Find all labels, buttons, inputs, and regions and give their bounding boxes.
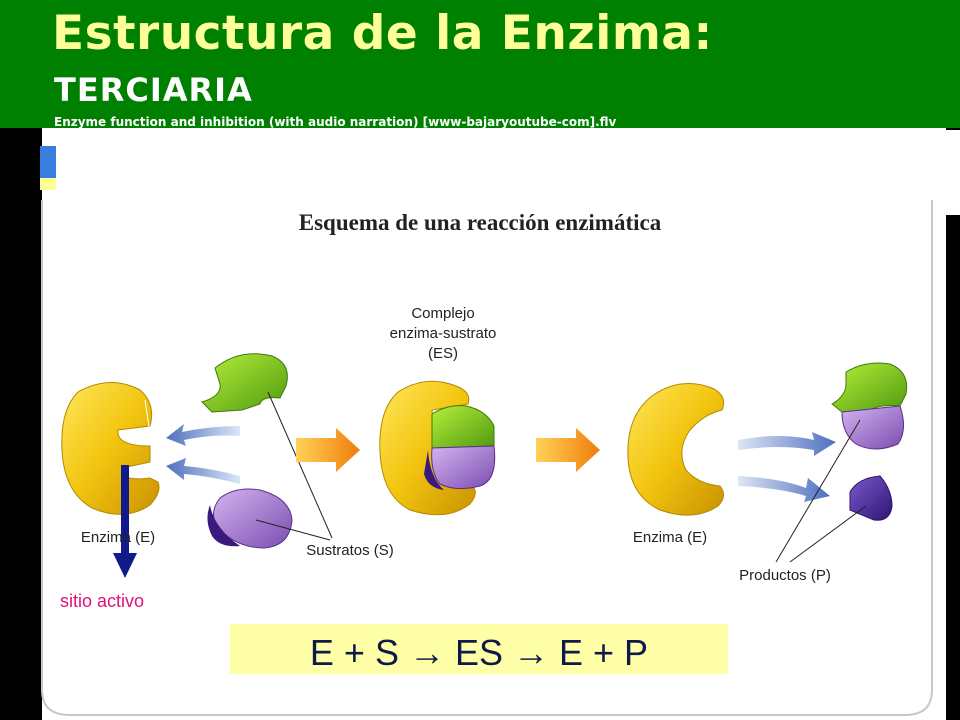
diagram-frame (41, 200, 933, 716)
product-release-arrow-icon (738, 432, 836, 502)
reaction-arrow-icon-2 (536, 428, 600, 472)
right-border (946, 128, 960, 720)
reaction-arrow-icon (296, 428, 360, 472)
active-site-label: sitio activo (60, 591, 144, 611)
slide-subtitle: TERCIARIA (54, 71, 253, 109)
complex-label-line1: Complejo (411, 305, 474, 322)
left-border (12, 128, 42, 720)
enzyme-substrate-complex-shape (379, 380, 496, 516)
product-dark-purple-shape (849, 475, 893, 521)
active-site-arrow-icon (113, 465, 137, 578)
diagram-title: Esquema de una reacción enzimática (299, 210, 662, 235)
substrate-green-shape (201, 353, 288, 413)
substrates-label: Sustratos (S) (306, 542, 394, 559)
enzyme-right-shape (627, 383, 725, 516)
complex-label-line2: enzima-sustrato (390, 325, 497, 342)
reaction-equation: E + S → ES → E + P (310, 632, 648, 673)
thumbnail-tab-lower (40, 178, 58, 190)
products-label: Productos (P) (739, 567, 831, 584)
equation-box (230, 624, 728, 674)
substrate-purple-shape (207, 488, 293, 549)
complex-label-line3: (ES) (428, 345, 458, 362)
slide-note: Enzyme function and inhibition (with aud… (54, 115, 617, 128)
slide-title: Estructura de la Enzima: (52, 6, 713, 61)
release-arrow-icon (166, 424, 240, 484)
enzyme-left-shape (61, 381, 160, 515)
product-green-purple-shape (831, 362, 908, 450)
enzyme-right-label: Enzima (E) (633, 529, 707, 546)
slide-header: Estructura de la Enzima: TERCIARIA Enzym… (0, 0, 960, 128)
overlay-box (56, 130, 960, 215)
enzyme-left-label: Enzima (E) (81, 529, 155, 546)
